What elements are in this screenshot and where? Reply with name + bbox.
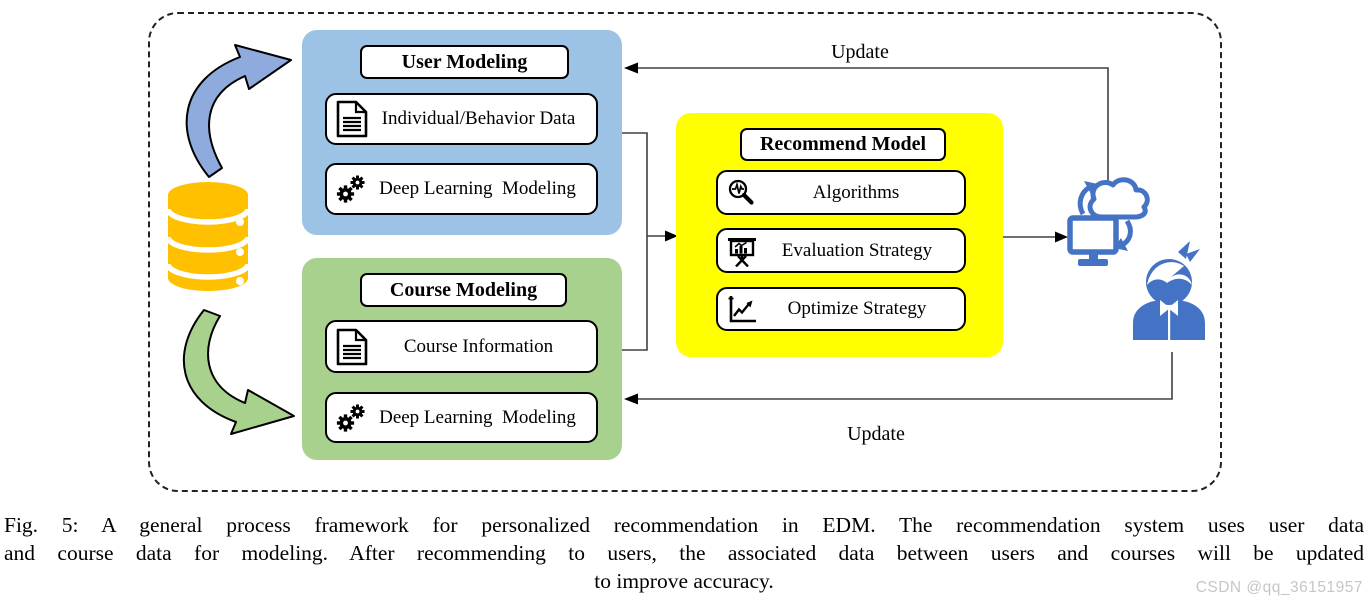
gears-icon [335, 173, 367, 205]
curved-arrow-blue-icon [185, 44, 292, 178]
recommend-model-title: Recommend Model [740, 128, 946, 161]
item-evaluation-strategy: Evaluation Strategy [716, 228, 966, 273]
evaluation-board-icon [726, 235, 758, 267]
figure-caption-line-3: to improve accuracy. [594, 569, 774, 593]
figure-frame [148, 12, 1222, 492]
course-modeling-title: Course Modeling [360, 273, 567, 307]
user-person-icon [1133, 241, 1205, 340]
figure-caption-line-1: Fig. 5: A general process framework for … [4, 513, 1364, 537]
optimize-chart-icon [726, 293, 758, 325]
item-course-information: Course Information [325, 320, 598, 373]
figure-caption-line-2: and course data for modeling. After reco… [4, 541, 1364, 565]
item-algorithms: Algorithms [716, 170, 966, 215]
item-label: Evaluation Strategy [781, 239, 933, 261]
item-deep-learning-modeling-user: Deep Learning Modeling [325, 163, 598, 215]
curved-arrow-green-icon [182, 309, 295, 435]
item-label: Algorithms [812, 181, 900, 203]
update-arrow-top [624, 62, 1109, 183]
gears-icon [335, 402, 367, 434]
update-label-top: Update [831, 41, 889, 63]
model-output-arrow [1003, 231, 1068, 243]
document-icon [335, 100, 369, 138]
item-label: Deep Learning Modeling [379, 178, 576, 199]
item-label: Individual/Behavior Data [381, 108, 576, 129]
item-individual-behavior-data: Individual/Behavior Data [325, 93, 598, 145]
item-label: Optimize Strategy [787, 298, 927, 319]
item-optimize-strategy: Optimize Strategy [716, 287, 966, 331]
merge-bracket-arrow [622, 132, 678, 351]
item-label: Course Information [403, 335, 554, 357]
update-arrow-bottom [624, 352, 1173, 405]
user-modeling-title: User Modeling [360, 45, 569, 79]
database-icon [165, 182, 251, 291]
algorithm-search-icon [726, 178, 756, 208]
document-icon [335, 328, 369, 366]
watermark: CSDN @qq_36151957 [1195, 579, 1363, 596]
item-label: Deep Learning Modeling [379, 406, 576, 428]
update-label-bottom: Update [847, 423, 905, 445]
item-deep-learning-modeling-course: Deep Learning Modeling [325, 392, 598, 443]
computer-cloud-sync-icon [1067, 177, 1150, 266]
